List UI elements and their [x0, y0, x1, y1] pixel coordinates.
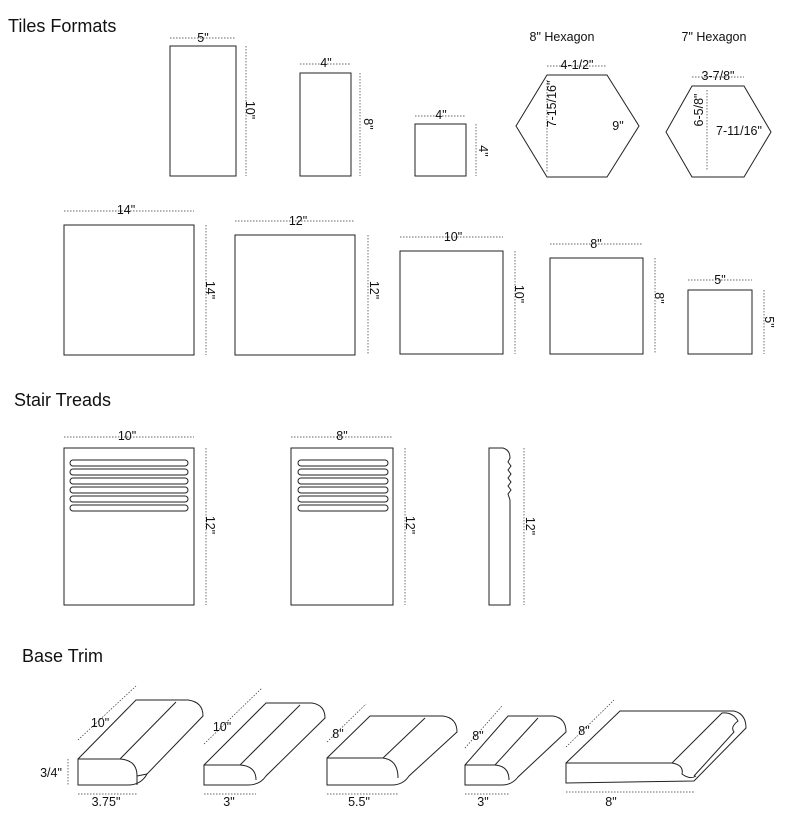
base-trim-square-length-label: 8" — [578, 724, 589, 738]
base-trim-3-short-shape — [464, 715, 567, 786]
base-trim-square: 8" 8" — [565, 699, 747, 809]
tile-12x12: 12" 12" — [234, 214, 381, 356]
tile-5x10: 5" 10" — [169, 31, 257, 177]
hexagon-7-height-label: 6-5/8" — [692, 94, 706, 127]
hexagon-7-shape — [665, 85, 772, 178]
tile-10x10-height-label: 10" — [512, 285, 526, 303]
hexagon-8: 8" Hexagon 4-1/2" 7-15/16" 9" — [515, 30, 640, 178]
hexagon-8-width-label: 9" — [612, 119, 623, 133]
base-trim-3-shape — [203, 702, 326, 786]
stair-tread-side-profile: 12" — [488, 447, 537, 606]
tile-5x5-height-label: 5" — [762, 316, 776, 327]
tile-5x10-shape — [169, 45, 237, 177]
base-trim-3-75-height-label: 3.75" — [92, 795, 121, 809]
stair-tread-10x12-shape — [63, 447, 195, 606]
base-trim-square-width-label: 8" — [605, 795, 616, 809]
base-trim-3: 10" 3" — [203, 687, 326, 809]
hexagon-8-height-label: 7-15/16" — [545, 81, 559, 128]
tile-4x4-shape — [414, 123, 467, 177]
base-trim-5-5-length-label: 8" — [332, 727, 343, 741]
base-trim-3-short: 8" 3" — [464, 705, 567, 809]
base-trim-3-75-length-label: 10" — [91, 716, 109, 730]
base-trim-3-75-thickness-label: 3/4" — [40, 766, 62, 780]
tile-14x14-width-label: 14" — [117, 203, 135, 217]
stair-tread-8x12-shape — [290, 447, 394, 606]
base-trim-3-height-label: 3" — [223, 795, 234, 809]
tile-14x14-shape — [63, 224, 195, 356]
tile-8x8-width-label: 8" — [590, 237, 601, 251]
stair-tread-8x12-width-label: 8" — [336, 429, 347, 443]
hexagon-7-width-label: 7-11/16" — [716, 124, 762, 138]
stair-tread-side-height-label: 12" — [523, 517, 537, 535]
tile-14x14: 14" 14" — [63, 203, 217, 356]
tile-10x10-shape — [399, 250, 504, 355]
base-trim-heading: Base Trim — [22, 646, 103, 666]
base-trim-square-shape — [565, 710, 747, 784]
tile-5x5: 5" 5" — [687, 273, 776, 355]
tile-12x12-shape — [234, 234, 356, 356]
tile-8x8: 8" 8" — [549, 237, 666, 355]
base-trim-5-5: 8" 5.5" — [326, 703, 458, 809]
tile-4x4-width-label: 4" — [435, 108, 446, 122]
hexagon-8-shape — [515, 74, 640, 178]
tile-8x8-height-label: 8" — [652, 292, 666, 303]
stair-tread-8x12-height-label: 12" — [403, 516, 417, 534]
tile-14x14-height-label: 14" — [203, 281, 217, 299]
tile-5x5-width-label: 5" — [714, 273, 725, 287]
base-trim-5-5-shape — [326, 715, 458, 786]
tile-5x10-height-label: 10" — [243, 101, 257, 119]
tile-4x8: 4" 8" — [299, 56, 375, 177]
stair-treads-heading: Stair Treads — [14, 390, 111, 410]
tile-5x10-width-label: 5" — [197, 31, 208, 45]
hexagon-7: 7" Hexagon 3-7/8" 6-5/8" 7-11/16" — [665, 30, 772, 178]
tile-4x8-shape — [299, 72, 352, 177]
tile-8x8-shape — [549, 257, 644, 355]
tile-10x10-width-label: 10" — [444, 230, 462, 244]
tile-4x8-width-label: 4" — [320, 56, 331, 70]
hexagon-8-title: 8" Hexagon — [530, 30, 595, 44]
base-trim-3-75-shape — [77, 699, 204, 786]
stair-tread-10x12-height-label: 12" — [203, 516, 217, 534]
tile-12x12-height-label: 12" — [367, 281, 381, 299]
tile-4x4-height-label: 4" — [476, 145, 490, 156]
hexagon-8-side-label: 4-1/2" — [561, 58, 594, 72]
tiles-formats-heading: Tiles Formats — [8, 16, 116, 36]
tile-10x10: 10" 10" — [399, 230, 526, 355]
tile-12x12-width-label: 12" — [289, 214, 307, 228]
base-trim-3-short-length-label: 8" — [472, 729, 483, 743]
stair-tread-8x12: 8" 12" — [290, 429, 417, 606]
hexagon-7-title: 7" Hexagon — [682, 30, 747, 44]
stair-tread-side-profile-shape — [488, 447, 512, 606]
base-trim-3-length-label: 10" — [213, 720, 231, 734]
base-trim-3-short-height-label: 3" — [477, 795, 488, 809]
base-trim-3-75: 10" 3/4" 3.75" — [40, 685, 204, 809]
stair-tread-10x12-width-label: 10" — [118, 429, 136, 443]
tile-5x5-shape — [687, 289, 753, 355]
stair-tread-10x12: 10" 12" — [63, 429, 217, 606]
base-trim-5-5-height-label: 5.5" — [348, 795, 370, 809]
hexagon-7-side-label: 3-7/8" — [702, 69, 735, 83]
tile-4x4: 4" 4" — [414, 108, 490, 177]
tile-4x8-height-label: 8" — [361, 118, 375, 129]
